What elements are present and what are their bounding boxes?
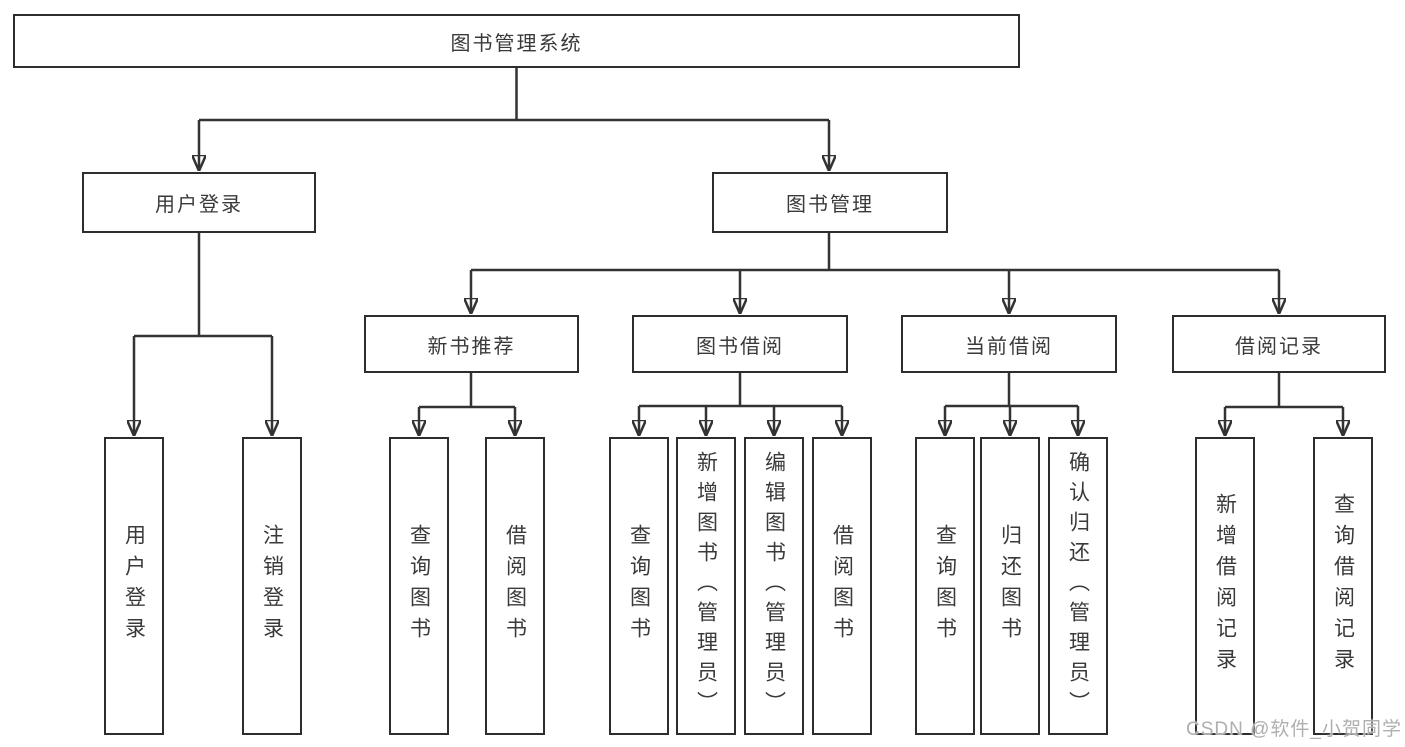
node-label: 新增借阅记录 xyxy=(1213,493,1237,679)
leaf-query-books: 查询图书 xyxy=(915,437,975,735)
node-label: 借阅图书 xyxy=(830,524,854,648)
node-book-management: 图书管理 xyxy=(712,172,948,233)
leaf-add-books-admin: 新增图书（管理员） xyxy=(676,437,736,735)
node-label: 查询图书 xyxy=(407,524,431,648)
node-label: 查询借阅记录 xyxy=(1331,493,1355,679)
leaf-query-borrow-record: 查询借阅记录 xyxy=(1313,437,1373,735)
leaf-edit-books-admin: 编辑图书（管理员） xyxy=(744,437,804,735)
node-label: 图书管理 xyxy=(786,194,874,216)
node-label: 用户登录 xyxy=(155,194,243,216)
node-book-borrowing: 图书借阅 xyxy=(632,315,848,373)
node-label: 注销登录 xyxy=(260,524,284,648)
node-label: 新增图书（管理员） xyxy=(694,451,718,721)
leaf-user-login: 用户登录 xyxy=(104,437,164,735)
node-label: 借阅记录 xyxy=(1235,335,1323,358)
node-label: 编辑图书（管理员） xyxy=(762,451,786,721)
node-label: 用户登录 xyxy=(122,524,146,648)
node-user-login: 用户登录 xyxy=(82,172,316,233)
node-new-book-recommendation: 新书推荐 xyxy=(364,315,579,373)
csdn-watermark: CSDN @软件_小贺同学 xyxy=(1186,719,1402,740)
node-label: 查询图书 xyxy=(627,524,651,648)
leaf-logout: 注销登录 xyxy=(242,437,302,735)
node-label: 确认归还（管理员） xyxy=(1066,451,1090,721)
node-label: 当前借阅 xyxy=(965,335,1053,358)
leaf-borrow-books: 借阅图书 xyxy=(485,437,545,735)
node-label: 归还图书 xyxy=(998,524,1022,648)
leaf-query-books: 查询图书 xyxy=(609,437,669,735)
leaf-add-borrow-record: 新增借阅记录 xyxy=(1195,437,1255,735)
leaf-query-books: 查询图书 xyxy=(389,437,449,735)
node-system-root: 图书管理系统 xyxy=(13,14,1020,68)
leaf-confirm-return-admin: 确认归还（管理员） xyxy=(1048,437,1108,735)
node-label: 新书推荐 xyxy=(427,335,516,358)
node-current-borrowing: 当前借阅 xyxy=(901,315,1117,373)
leaf-borrow-books: 借阅图书 xyxy=(812,437,872,735)
node-label: 图书借阅 xyxy=(696,335,784,358)
node-label: 图书管理系统 xyxy=(450,32,583,55)
node-label: 查询图书 xyxy=(933,524,957,648)
node-borrowing-records: 借阅记录 xyxy=(1172,315,1386,373)
node-label: 借阅图书 xyxy=(503,524,527,648)
leaf-return-books: 归还图书 xyxy=(980,437,1040,735)
